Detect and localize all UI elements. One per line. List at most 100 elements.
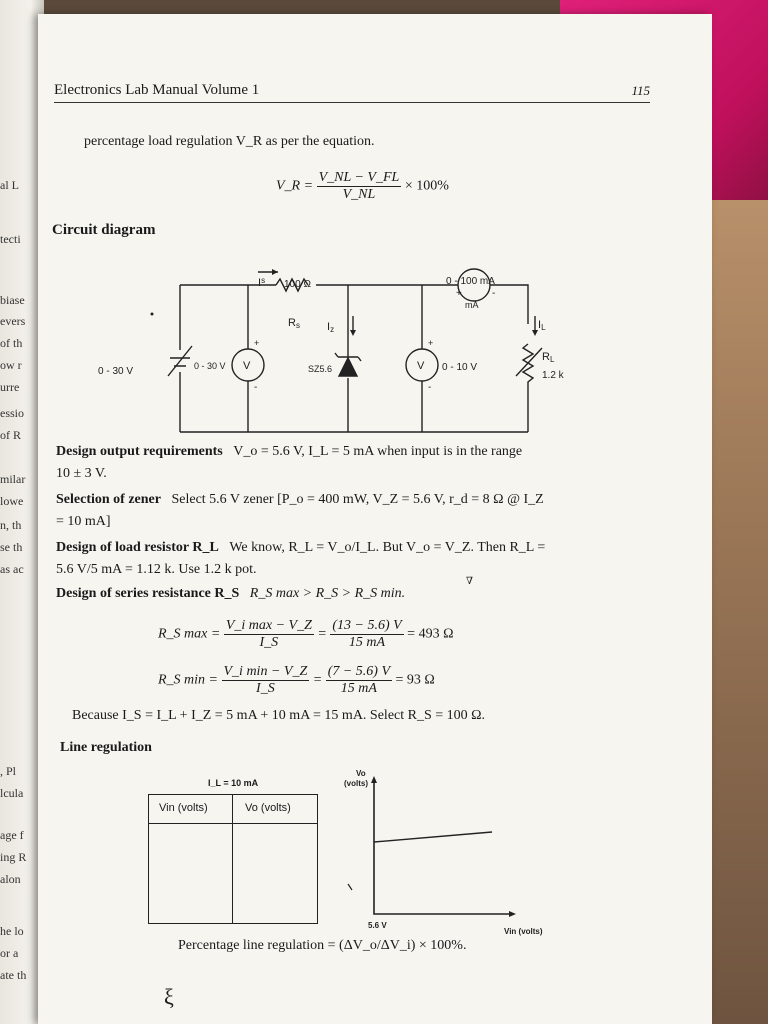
design-output-line1: Design output requirements V_o = 5.6 V, … (56, 444, 522, 460)
rs-label: Rs (288, 317, 300, 330)
left-fragment: ate th (0, 968, 27, 982)
footer-equation: Percentage line regulation = (ΔV_o/ΔV_i)… (178, 938, 467, 953)
il-label: IL (538, 319, 546, 332)
left-fragment: lcula (0, 786, 24, 800)
left-fragment: age f (0, 828, 24, 842)
vm1-circle (231, 348, 265, 382)
vm2-range: 0 - 10 V (442, 362, 477, 373)
rsmax-den2: 15 mA (348, 635, 386, 650)
book-page: Electronics Lab Manual Volume 1 115 perc… (38, 14, 712, 1024)
table-col-vo: Vo (volts) (245, 802, 291, 814)
vm1-symbol: V (243, 360, 251, 372)
vm2-minus: - (428, 382, 431, 393)
left-fragment: evers (0, 314, 26, 328)
line-regulation-table: Vin (volts) Vo (volts) (148, 794, 318, 924)
ammeter-symbol: mA (465, 300, 479, 310)
design-output-text: V_o = 5.6 V, I_L = 5 mA when input is in… (233, 444, 523, 459)
equation-denominator: V_NL (342, 187, 376, 202)
equation-fraction: V_NL − V_FL V_NL (316, 170, 402, 203)
ammeter-range: 0 - 100 mA (446, 276, 495, 287)
design-output-heading: Design output requirements (56, 444, 223, 459)
series-resistance-heading: Design of series resistance R_S (56, 586, 240, 601)
load-resistor-heading: Design of load resistor R_L (56, 540, 219, 555)
equation-suffix: × 100% (404, 178, 449, 194)
iz-arrowhead (350, 330, 356, 336)
graph-xlabel: Vin (volts) (504, 927, 543, 936)
table-header-row (149, 795, 317, 824)
left-fragment: urre (0, 380, 20, 394)
source-arrow (167, 345, 193, 377)
circuit-heading: Circuit diagram (52, 222, 156, 238)
handwritten-mark: ξ (164, 984, 174, 1009)
left-fragment: ing R (0, 850, 27, 864)
graph-axes (373, 782, 510, 915)
rsmax-result: = 493 Ω (407, 626, 454, 642)
ammeter-plus: + (456, 288, 462, 299)
circuit-diagram: Is 100 Ω Rs Iz 0 - 100 mA mA + - IL RL 1… (98, 268, 565, 433)
zener-triangle (337, 356, 359, 377)
vm1-plus: + (254, 338, 259, 348)
selection-zener-heading: Selection of zener (56, 492, 161, 507)
rs-resistor (275, 277, 309, 293)
rl-label: RL (542, 351, 555, 364)
load-resistor-text: We know, R_L = V_o/I_L. But V_o = V_Z. T… (229, 540, 546, 555)
equation-numerator: V_NL − V_FL (316, 170, 402, 187)
left-fragment: of R (0, 428, 21, 442)
is-label: Is (258, 276, 265, 289)
is-arrowhead (272, 269, 278, 275)
rl-pot-arrow (515, 347, 543, 377)
vm2-symbol: V (417, 360, 425, 372)
rsmin-num1: V_i min − V_Z (221, 664, 310, 681)
graph-ylabel: Vo (356, 769, 366, 778)
left-fragment: of th (0, 336, 23, 350)
left-page-fragment: al L tecti biase evers of th ow r urre e… (0, 0, 44, 1024)
stray-mark: ∇ (466, 576, 473, 587)
ammeter-minus: - (492, 288, 495, 299)
rsmin-den2: 15 mA (340, 681, 377, 696)
table-caption: I_L = 10 mA (208, 778, 259, 788)
left-fragment: , Pl (0, 764, 17, 778)
rsmax-num1: V_i max − V_Z (223, 618, 314, 635)
rsmin-lhs: R_S min = (158, 672, 218, 688)
graph-x-tick: 5.6 V (368, 921, 387, 930)
left-fragment: as ac (0, 562, 24, 576)
rsmax-lhs: R_S max = (158, 626, 221, 642)
series-resistance-line: Design of series resistance R_S R_S max … (56, 586, 405, 602)
equation-vr: V_R = V_NL − V_FL V_NL × 100% (276, 170, 449, 203)
selection-zener-line1: Selection of zener Select 5.6 V zener [P… (56, 492, 544, 508)
left-fragment: essio (0, 406, 24, 420)
left-fragment: he lo (0, 924, 24, 938)
rsmax-den1: I_S (259, 635, 279, 650)
vm1-minus: - (254, 382, 257, 393)
graph-curve (373, 831, 493, 843)
vm2-plus: + (428, 338, 433, 348)
left-fragment: ow r (0, 358, 22, 372)
equation-lhs: V_R = (276, 178, 314, 194)
graph-stray-mark (347, 883, 353, 891)
rl-resistor (521, 343, 535, 432)
zener-label: SZ5.6 (308, 364, 332, 374)
table-col-vin: Vin (volts) (159, 802, 208, 814)
left-fragment: lowe (0, 494, 24, 508)
il-arrowhead (532, 330, 538, 336)
left-fragment: al L (0, 178, 19, 192)
graph-ylabel-units: (volts) (344, 779, 368, 788)
left-fragment: n, th (0, 518, 22, 532)
vm2-circle (405, 348, 439, 382)
dot-mark (150, 312, 154, 316)
iz-label: Iz (327, 321, 334, 334)
selection-zener-line2: = 10 mA] (56, 514, 111, 529)
line-regulation-heading: Line regulation (60, 740, 152, 755)
left-fragment: milar (0, 472, 26, 486)
source-range: 0 - 30 V (98, 366, 133, 377)
load-resistor-line1: Design of load resistor R_L We know, R_L… (56, 540, 545, 556)
rsmin-den1: I_S (256, 681, 275, 696)
load-resistor-line2: 5.6 V/5 mA = 1.12 k. Use 1.2 k pot. (56, 562, 257, 577)
page-number: 115 (631, 83, 650, 98)
left-fragment: or a (0, 946, 19, 960)
